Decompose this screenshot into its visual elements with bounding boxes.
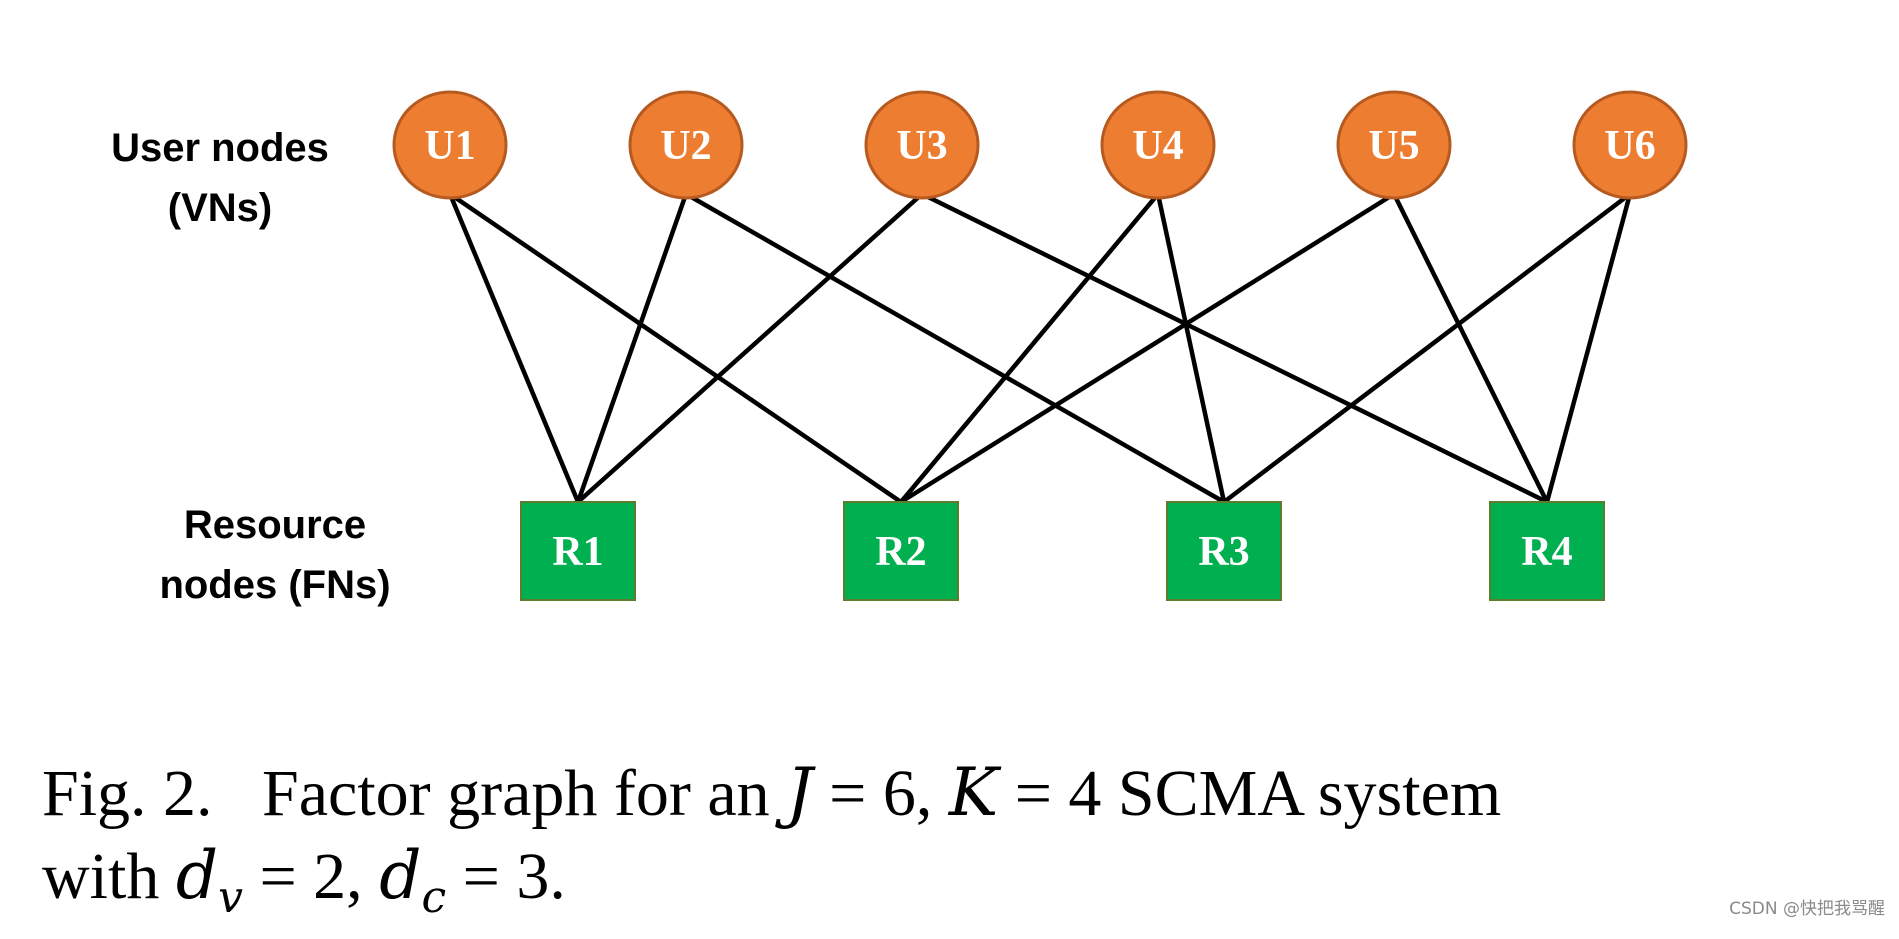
user-node-label: U6 bbox=[1604, 123, 1655, 169]
caption-eq-4: = 3. bbox=[446, 840, 566, 913]
caption-dv-subscript: v bbox=[218, 872, 243, 924]
edge-u2-r1 bbox=[575, 193, 689, 503]
resource-node-group: R1 R2 R3 R4 bbox=[520, 501, 1605, 601]
caption-line-1: Fig. 2. Factor graph for an J = 6, K = 4… bbox=[42, 752, 1842, 835]
resource-node-label: R3 bbox=[1198, 529, 1249, 575]
user-node-circle bbox=[628, 90, 744, 200]
edge-u5-r4 bbox=[1391, 192, 1550, 504]
resource-nodes-label-line2: nodes (FNs) bbox=[159, 563, 391, 607]
resource-node-box bbox=[1166, 501, 1282, 601]
caption-with: with bbox=[42, 840, 176, 913]
edge-u1-r1 bbox=[447, 193, 581, 503]
user-node-circle bbox=[864, 90, 980, 200]
user-nodes-label-line2: (VNs) bbox=[167, 186, 273, 230]
caption-eq-3: = 2, bbox=[242, 840, 380, 913]
caption-k-symbol: K bbox=[948, 754, 999, 831]
edge-u1-r2 bbox=[448, 192, 903, 504]
caption-eq-2: = 4 SCMA system bbox=[998, 757, 1502, 830]
watermark: CSDN @快把我骂醒 bbox=[1729, 899, 1885, 919]
resource-nodes-label: Resource nodes (FNs) bbox=[130, 495, 420, 615]
caption-dc-subscript: c bbox=[421, 872, 447, 924]
user-node-u5: U5 bbox=[1336, 90, 1452, 200]
edge-u3-r1 bbox=[576, 192, 924, 504]
user-node-u6: U6 bbox=[1572, 90, 1688, 200]
caption-text: Factor graph for an bbox=[262, 757, 787, 830]
resource-nodes-label-line1: Resource bbox=[183, 503, 367, 547]
edge-u6-r3 bbox=[1222, 192, 1632, 504]
resource-node-r1: R1 bbox=[520, 501, 636, 601]
user-node-circle bbox=[392, 90, 508, 200]
user-node-u3: U3 bbox=[864, 90, 980, 200]
user-node-u4: U4 bbox=[1100, 90, 1216, 200]
edge-u2-r3 bbox=[684, 192, 1226, 504]
caption-fig-number: Fig. 2. bbox=[42, 757, 213, 830]
caption-dc-symbol: d bbox=[379, 837, 422, 914]
user-node-circle bbox=[1336, 90, 1452, 200]
user-node-circle bbox=[1572, 90, 1688, 200]
edge-group bbox=[447, 191, 1633, 505]
resource-node-label: R4 bbox=[1521, 529, 1572, 575]
user-node-circle bbox=[1100, 90, 1216, 200]
user-nodes-label-line1: User nodes bbox=[111, 126, 329, 170]
edge-u5-r2 bbox=[899, 192, 1396, 504]
factor-graph: R1 R2 R3 R4 U1 U2 U3 U4 U5 U6 bbox=[392, 90, 1688, 601]
resource-node-r4: R4 bbox=[1489, 501, 1605, 601]
user-node-u1: U1 bbox=[392, 90, 508, 200]
edge-u6-r4 bbox=[1544, 193, 1633, 503]
caption-j-symbol: J bbox=[786, 754, 813, 831]
resource-node-r3: R3 bbox=[1166, 501, 1282, 601]
resource-node-box bbox=[843, 501, 959, 601]
resource-node-box bbox=[520, 501, 636, 601]
user-nodes-label: User nodes (VNs) bbox=[80, 118, 360, 238]
figure-caption: Fig. 2. Factor graph for an J = 6, K = 4… bbox=[42, 752, 1842, 939]
user-node-label: U4 bbox=[1132, 123, 1183, 169]
resource-node-label: R1 bbox=[552, 529, 603, 575]
caption-dv-symbol: d bbox=[175, 837, 219, 914]
edge-u4-r3 bbox=[1155, 193, 1227, 503]
resource-node-box bbox=[1489, 501, 1605, 601]
resource-node-r2: R2 bbox=[843, 501, 959, 601]
caption-eq-1: = 6, bbox=[812, 757, 949, 830]
edge-u4-r2 bbox=[899, 192, 1160, 504]
resource-node-label: R2 bbox=[875, 529, 926, 575]
user-node-label: U2 bbox=[660, 123, 711, 169]
user-node-label: U5 bbox=[1368, 123, 1419, 169]
caption-line-2: with dv = 2, dc = 3. bbox=[42, 835, 1842, 939]
user-node-u2: U2 bbox=[628, 90, 744, 200]
user-node-label: U1 bbox=[424, 123, 475, 169]
edge-u3-r4 bbox=[921, 191, 1548, 505]
user-node-label: U3 bbox=[896, 123, 947, 169]
user-node-group: U1 U2 U3 U4 U5 U6 bbox=[392, 90, 1688, 200]
